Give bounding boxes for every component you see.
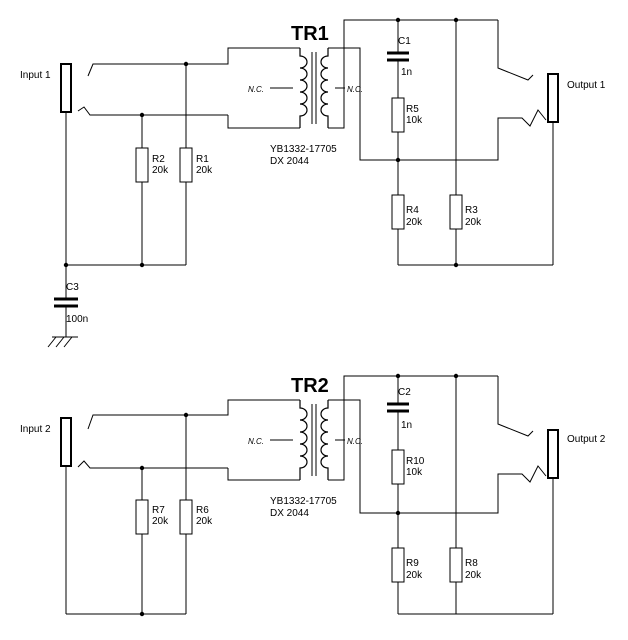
ground-capacitor: C3 100n (47, 265, 88, 348)
wire (398, 109, 547, 161)
resistor-r6 (179, 499, 193, 535)
model-2: DX 2044 (270, 508, 309, 519)
part-number-1: YB1332-17705 (270, 144, 337, 155)
r3-name: R3 (465, 205, 478, 216)
r5-value: 10k (406, 115, 423, 126)
wire (328, 375, 498, 481)
wire (186, 399, 300, 416)
r6-name: R6 (196, 505, 209, 516)
r3-value: 20k (465, 217, 482, 228)
r4-name: R4 (406, 205, 419, 216)
r9-value: 20k (406, 570, 423, 581)
c3-value: 100n (66, 314, 88, 325)
r2-value: 20k (152, 165, 169, 176)
resistor-r9 (391, 547, 405, 583)
ground-icon (55, 336, 65, 348)
nc-right-1: N.C. (347, 85, 363, 94)
input-tip-cold-2 (77, 460, 228, 469)
ground-icon (63, 336, 73, 348)
r7-value: 20k (152, 516, 169, 527)
wire (328, 47, 398, 161)
r1-value: 20k (196, 165, 213, 176)
c3-name: C3 (66, 282, 79, 293)
wire (186, 47, 300, 65)
wire (328, 19, 498, 129)
output-jack-1 (547, 73, 559, 123)
wire (497, 376, 534, 437)
transformer-tr2: N.C. N.C. (248, 400, 363, 480)
circuit-1: Input 1 R1 20k R2 20k TR1 (20, 17, 606, 268)
nc-right-2: N.C. (347, 437, 363, 446)
output-label-1: Output 1 (567, 80, 606, 91)
secondary-coil-2 (320, 400, 329, 480)
resistor-r7 (135, 499, 149, 535)
junction (453, 262, 459, 268)
nc-left-2: N.C. (248, 437, 264, 446)
resistor-r3 (449, 194, 463, 230)
wire (227, 468, 300, 481)
c2-name: C2 (398, 387, 411, 398)
r6-value: 20k (196, 516, 213, 527)
resistor-r10 (391, 449, 405, 485)
resistor-r4 (391, 194, 405, 230)
r8-value: 20k (465, 570, 482, 581)
circuit-2: Input 2 R6 20k R7 20k TR2 N.C. (20, 373, 606, 617)
resistor-r5 (391, 97, 405, 133)
r2-name: R2 (152, 154, 165, 165)
wire (398, 465, 547, 514)
transformer-label-1: TR1 (291, 23, 329, 45)
output-jack-2 (547, 429, 559, 479)
input-jack-2 (60, 417, 72, 467)
c1-value: 1n (401, 67, 412, 78)
c2-value: 1n (401, 420, 412, 431)
primary-coil-1 (299, 48, 308, 128)
c1-name: C1 (398, 36, 411, 47)
r1-name: R1 (196, 154, 209, 165)
input-label-1: Input 1 (20, 70, 51, 81)
transformer-label-2: TR2 (291, 375, 329, 397)
resistor-r2 (135, 147, 149, 183)
r5-name: R5 (406, 104, 419, 115)
junction (139, 262, 145, 268)
input-tip-hot-1 (87, 63, 186, 77)
ground-icon (47, 336, 57, 348)
r10-value: 10k (406, 467, 423, 478)
resistor-r8 (449, 547, 463, 583)
transformer-tr1: N.C. N.C. (248, 48, 363, 128)
input-tip-cold-1 (77, 106, 228, 116)
r7-name: R7 (152, 505, 165, 516)
wire (497, 20, 534, 81)
secondary-coil-1 (320, 48, 329, 128)
output-label-2: Output 2 (567, 434, 606, 445)
primary-coil-2 (299, 400, 308, 480)
input-label-2: Input 2 (20, 424, 51, 435)
r9-name: R9 (406, 558, 419, 569)
junction (139, 611, 145, 617)
resistor-r1 (179, 147, 193, 183)
part-number-2: YB1332-17705 (270, 496, 337, 507)
nc-left-1: N.C. (248, 85, 264, 94)
r4-value: 20k (406, 217, 423, 228)
wire (227, 115, 300, 129)
wire (328, 399, 398, 514)
model-1: DX 2044 (270, 156, 309, 167)
r10-name: R10 (406, 456, 425, 467)
input-tip-hot-2 (87, 414, 186, 430)
input-jack-1 (60, 63, 72, 113)
r8-name: R8 (465, 558, 478, 569)
